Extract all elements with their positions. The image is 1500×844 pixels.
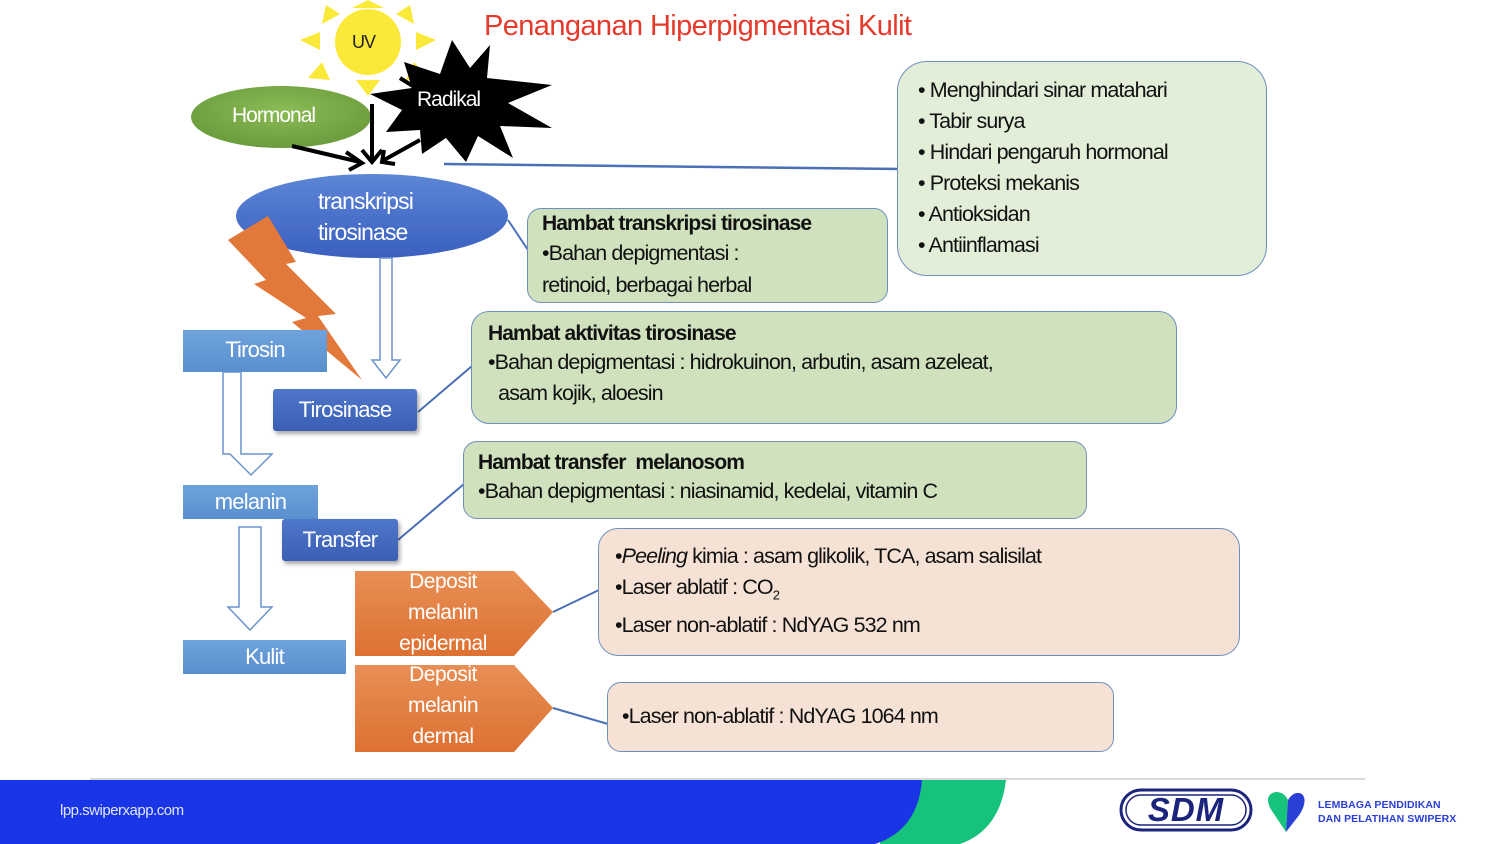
hambat-transkripsi-heading: Hambat transkripsi tirosinase xyxy=(542,212,812,235)
hormonal-label: Hormonal xyxy=(232,104,316,127)
epidermal-treatment-box: •Peeling kimia : asam glikolik, TCA, asa… xyxy=(598,528,1240,656)
transfer-node: Transfer xyxy=(282,519,398,561)
radikal-label: Radikal xyxy=(417,88,481,111)
hambat-transkripsi-line: retinoid, berbagai herbal xyxy=(542,273,752,297)
transkripsi-line-1: transkripsi xyxy=(318,188,414,214)
sdm-logo-text: SDM xyxy=(1147,791,1225,828)
deposit-epidermal-label: Deposit melanin epidermal xyxy=(358,566,528,659)
transkripsi-line-2: tirosinase xyxy=(318,219,408,245)
radikal-starburst xyxy=(370,40,552,162)
lpp-logo-text: LEMBAGA PENDIDIKAN DAN PELATIHAN SWIPERX xyxy=(1318,798,1456,826)
hambat-aktivitas-line: asam kojik, aloesin xyxy=(488,381,663,405)
epidermal-treatment-line: •Laser non-ablatif : NdYAG 532 nm xyxy=(615,613,921,638)
epidermal-line1-rest: kimia : asam glikolik, TCA, asam salisil… xyxy=(687,544,1042,568)
tirosin-node: Tirosin xyxy=(183,330,327,372)
arrow-tirosin-to-melanin xyxy=(222,371,274,477)
footer-blue-bar xyxy=(0,780,922,844)
dermal-treatment-box: •Laser non-ablatif : NdYAG 1064 nm xyxy=(607,682,1114,752)
sun-icon xyxy=(300,0,436,96)
uv-label: UV xyxy=(352,32,376,52)
transkripsi-tirosinase-label: transkripsi tirosinase xyxy=(318,186,414,248)
dermal-treatment-line: •Laser non-ablatif : NdYAG 1064 nm xyxy=(622,704,939,728)
deposit-epidermal-shape xyxy=(355,571,553,656)
hambat-aktivitas-heading: Hambat aktivitas tirosinase xyxy=(488,322,737,345)
epidermal-treatment-line: •Laser ablatif : CO2 xyxy=(615,572,1239,610)
inflamasi-lightning xyxy=(228,216,362,380)
hambat-aktivitas-box: Hambat aktivitas tirosinase •Bahan depig… xyxy=(471,311,1177,424)
hormonal-ellipse xyxy=(191,86,371,148)
arrow-transkripsi-to-tirosinase xyxy=(370,257,402,380)
co2-subscript: 2 xyxy=(772,587,780,603)
page-title: Penanganan Hiperpigmentasi Kulit xyxy=(484,10,912,42)
hambat-transkripsi-box: Hambat transkripsi tirosinase •Bahan dep… xyxy=(527,208,888,303)
transkripsi-ellipse xyxy=(236,174,508,258)
prevention-item: • Tabir surya xyxy=(918,109,1025,133)
prevention-item: • Hindari pengaruh hormonal xyxy=(918,140,1169,164)
prevention-item: • Menghindari sinar matahari xyxy=(918,78,1168,102)
lpp-logo-line-2: DAN PELATIHAN SWIPERX xyxy=(1318,813,1457,825)
hambat-transfer-line: •Bahan depigmentasi : niasinamid, kedela… xyxy=(478,479,938,503)
kulit-node: Kulit xyxy=(183,640,346,674)
epidermal-line2: •Laser ablatif : CO xyxy=(615,575,774,599)
lpp-heart-logo xyxy=(1268,792,1305,832)
peeling-italic: Peeling xyxy=(621,544,688,568)
deposit-dermal-shape xyxy=(355,665,553,752)
deposit-dermal-line-2: melanin xyxy=(407,694,479,717)
footer-url-link[interactable]: lpp.swiperxapp.com xyxy=(60,802,184,819)
arrow-melanin-to-kulit xyxy=(226,526,274,632)
hambat-aktivitas-line: •Bahan depigmentasi : hidrokuinon, arbut… xyxy=(488,350,994,374)
tirosinase-node: Tirosinase xyxy=(273,389,417,431)
deposit-dermal-label: Deposit melanin dermal xyxy=(358,659,528,752)
lpp-logo-line-1: LEMBAGA PENDIDIKAN xyxy=(1318,799,1441,811)
hambat-transfer-box: Hambat transfer melanosom •Bahan depigme… xyxy=(463,441,1087,519)
sdm-logo xyxy=(1119,788,1253,832)
prevention-box: • Menghindari sinar matahari • Tabir sur… xyxy=(897,61,1267,276)
prevention-item: • Proteksi mekanis xyxy=(918,171,1080,195)
hambat-transkripsi-line: •Bahan depigmentasi : xyxy=(542,241,740,265)
trigger-arrows xyxy=(291,76,421,172)
deposit-dermal-line-1: Deposit xyxy=(409,663,477,686)
deposit-epidermal-line-1: Deposit xyxy=(409,570,477,593)
prevention-item: • Antioksidan xyxy=(918,202,1031,226)
prevention-item: • Antiinflamasi xyxy=(918,233,1040,257)
melanin-node: melanin xyxy=(183,485,318,519)
deposit-epidermal-line-2: melanin xyxy=(407,601,479,624)
deposit-epidermal-line-3: epidermal xyxy=(399,632,487,655)
deposit-dermal-line-3: dermal xyxy=(412,725,474,748)
epidermal-treatment-line: •Peeling kimia : asam glikolik, TCA, asa… xyxy=(615,544,1042,568)
hambat-transfer-heading: Hambat transfer melanosom xyxy=(478,451,745,474)
